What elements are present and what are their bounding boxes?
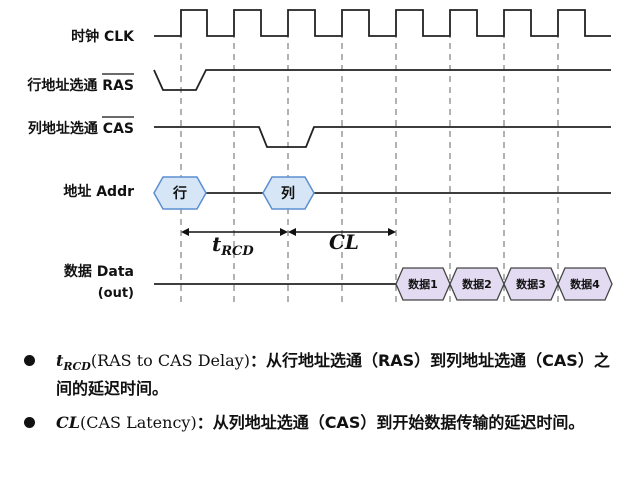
data-label: 数据 Data	[64, 263, 134, 280]
ras-label-name: RAS	[102, 78, 134, 94]
data-label-out: (out)	[98, 286, 134, 301]
note-paren-cl: (CAS Latency)	[79, 413, 197, 433]
note-cl: CL(CAS Latency)：从列地址选通（CAS）到开始数据传输的延迟时间。	[24, 412, 624, 434]
col-address-hex	[262, 176, 315, 210]
data-word-label: 数据1	[408, 277, 438, 291]
cas-label-prefix: 列地址选通	[28, 120, 103, 137]
note-term-cl: CL	[56, 413, 80, 433]
note-text-trcd: ：从行地址选通（RAS）到列地址选通（CAS）之间的延迟时间。	[56, 351, 610, 399]
cas-label-name: CAS	[103, 121, 134, 137]
ras-label-prefix: 行地址选通	[26, 77, 102, 94]
note-text-cl: ：从列地址选通（CAS）到开始数据传输的延迟时间。	[196, 413, 585, 433]
interval-markers: tRCD CL	[181, 228, 396, 259]
notes-list: tRCD(RAS to CAS Delay)：从行地址选通（RAS）到列地址选通…	[24, 350, 624, 446]
data-word-label: 数据4	[570, 277, 600, 291]
note-term-trcd: tRCD	[56, 351, 91, 374]
trcd-sub: RCD	[220, 244, 254, 259]
ras-waveform	[153, 69, 611, 91]
cl-interval-label: CL	[329, 230, 359, 254]
trcd-main: t	[212, 232, 222, 256]
clk-waveform	[154, 9, 611, 37]
note-trcd: tRCD(RAS to CAS Delay)：从行地址选通（RAS）到列地址选通…	[24, 350, 624, 400]
bullet-icon	[24, 417, 35, 429]
note-paren-trcd: (RAS to CAS Delay)	[90, 351, 250, 370]
data-words: 数据1 数据2 数据3 数据4	[395, 267, 613, 301]
data-bus: 数据1 数据2 数据3 数据4	[154, 267, 613, 301]
address-bus: 行 列	[153, 176, 611, 210]
clk-label: 时钟 CLK	[71, 28, 135, 45]
data-word-label: 数据3	[516, 277, 546, 291]
bullet-icon	[24, 355, 35, 366]
col-address-label: 列	[281, 185, 295, 202]
addr-label: 地址 Addr	[63, 183, 134, 200]
row-address-hex	[153, 176, 207, 210]
cas-label: 列地址选通 CAS	[28, 120, 134, 137]
cas-waveform	[154, 126, 611, 148]
data-word-hex	[557, 267, 613, 301]
row-address-label: 行	[172, 185, 187, 202]
timing-diagram: 时钟 CLK 行地址选通 RAS 列地址选通 CAS 地址 Addr 数据 Da…	[26, 9, 613, 305]
ras-label: 行地址选通 RAS	[26, 77, 134, 94]
trcd-interval-label: tRCD	[212, 232, 254, 259]
clock-edge-guides	[180, 10, 559, 305]
data-word-label: 数据2	[462, 277, 492, 291]
